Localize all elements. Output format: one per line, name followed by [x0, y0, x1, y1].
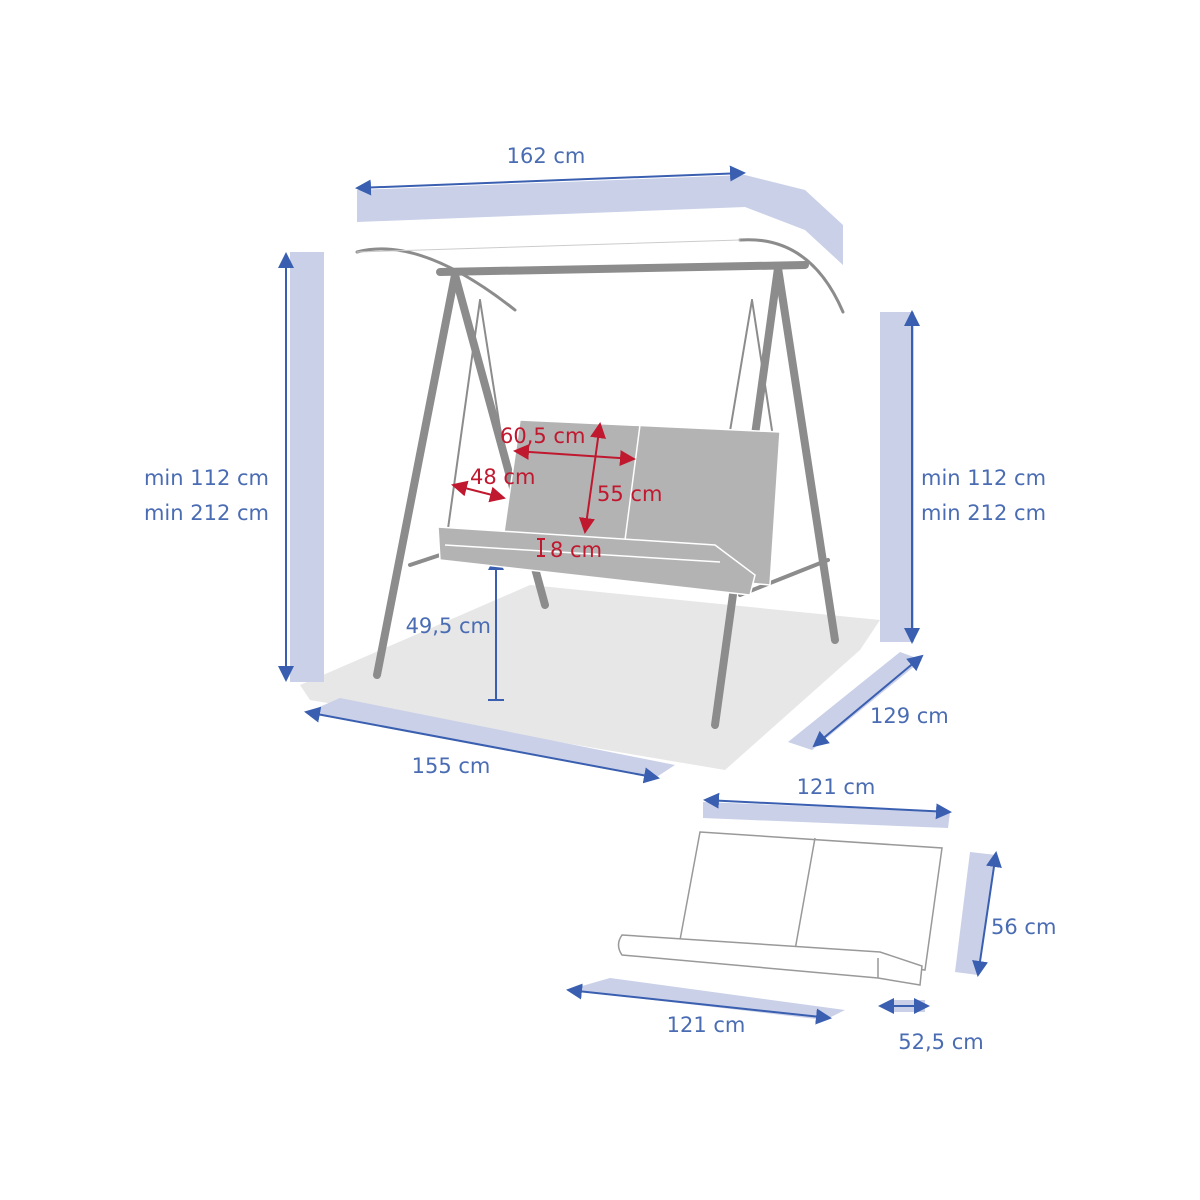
cushion-seat-depth-label: 52,5 cm — [898, 1030, 983, 1054]
base-width-label: 155 cm — [412, 754, 491, 778]
floor-shadow — [300, 585, 880, 770]
seat-dimension-arrows — [451, 422, 636, 557]
left-height-max-label: min 212 cm — [144, 501, 269, 525]
loose-cushion — [617, 831, 943, 986]
base-depth-label: 129 cm — [870, 704, 949, 728]
backrest-height-label: 55 cm — [597, 482, 662, 506]
cushion-back-height-label: 56 cm — [991, 915, 1056, 939]
dimension-labels: 162 cm min 112 cm min 212 cm min 112 cm … — [144, 144, 1056, 1054]
left-height-min-label: min 112 cm — [144, 466, 269, 490]
seat-height-label: 49,5 cm — [406, 614, 491, 638]
backrest-width-label: 60,5 cm — [500, 424, 585, 448]
swing-cushion — [437, 419, 781, 596]
canopy-width-label: 162 cm — [507, 144, 586, 168]
cushion-top-width-label: 121 cm — [797, 775, 876, 799]
cushion-thickness-label: 8 cm — [550, 538, 602, 562]
armrest-depth-label: 48 cm — [470, 465, 535, 489]
dimension-arrows — [278, 165, 1002, 1025]
right-height-min-label: min 112 cm — [921, 466, 1046, 490]
right-height-max-label: min 212 cm — [921, 501, 1046, 525]
cushion-bottom-width-label: 121 cm — [667, 1013, 746, 1037]
